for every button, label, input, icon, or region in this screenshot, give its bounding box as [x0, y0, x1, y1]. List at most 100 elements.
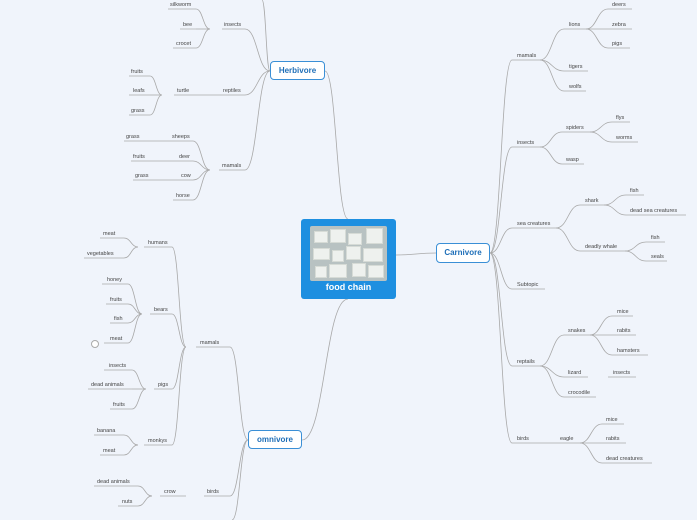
connector	[123, 237, 139, 248]
herb-turtle-leafs[interactable]: leafs	[133, 88, 145, 94]
omni-crow-dead[interactable]: dead animals	[97, 479, 130, 485]
link-central-carnivore	[395, 252, 437, 256]
omni-monkys-meat[interactable]: meat	[103, 448, 116, 454]
herb-deer-food[interactable]: fruits	[133, 154, 145, 160]
herb-sheeps-food[interactable]: grass	[126, 134, 140, 140]
herb-turtle[interactable]: turtle	[177, 88, 190, 94]
omni-humans-meat[interactable]: meat	[103, 231, 116, 237]
herb-turtle-grass[interactable]: grass	[131, 108, 145, 114]
connector	[171, 246, 187, 348]
omni-birds[interactable]: birds	[207, 489, 219, 495]
carn-eagle-rabits[interactable]: rabits	[606, 436, 620, 442]
carn-whale-seals[interactable]: seals	[651, 254, 664, 260]
connector	[229, 346, 249, 441]
carn-lions-deers[interactable]: deers	[612, 2, 626, 8]
carn-crocodile[interactable]: crocodile	[568, 390, 591, 396]
herb-insect-bee[interactable]: bee	[183, 22, 193, 28]
omni-pigs-insects[interactable]: insects	[109, 363, 127, 369]
carn-lions-pigs[interactable]: pigs	[612, 41, 623, 47]
carn-sea-creatures[interactable]: sea creatures	[517, 221, 551, 227]
carn-wolfs[interactable]: wolfs	[569, 84, 582, 90]
connector	[603, 194, 627, 206]
carn-shark-dead[interactable]: dead sea creatures	[630, 208, 678, 214]
herb-insects[interactable]: insects	[224, 22, 242, 28]
connector	[123, 246, 139, 259]
omni-bears-fruits[interactable]: fruits	[110, 297, 122, 303]
carn-spiders-flys[interactable]: flys	[616, 115, 625, 121]
herb-deer[interactable]: deer	[179, 154, 191, 160]
carn-shark[interactable]: shark	[585, 198, 599, 204]
connector	[149, 75, 163, 96]
connector	[539, 59, 565, 72]
carn-snakes[interactable]: snakes	[568, 328, 586, 334]
connector	[192, 169, 211, 201]
herb-sheeps[interactable]: sheeps	[172, 134, 190, 140]
herb-reptiles[interactable]: reptiles	[223, 88, 241, 94]
carn-lions-zebra[interactable]: zebra	[612, 22, 626, 28]
carn-birds[interactable]: birds	[517, 436, 529, 442]
herb-insect-crocet[interactable]: crocet	[176, 41, 191, 47]
connector	[489, 252, 513, 290]
omni-bears[interactable]: bears	[154, 307, 168, 313]
herb-horse[interactable]: horse	[176, 193, 190, 199]
omni-pigs-fruits[interactable]: fruits	[113, 402, 125, 408]
carn-eagle-mice[interactable]: mice	[606, 417, 618, 423]
carn-spiders-worms[interactable]: worms	[616, 135, 633, 141]
central-topic[interactable]: food chain	[301, 219, 396, 299]
carn-lions[interactable]: lions	[569, 22, 581, 28]
herb-insect-silkworm[interactable]: silkworm	[170, 2, 192, 8]
connector	[171, 346, 187, 446]
connector	[137, 485, 153, 497]
expand-collapse-icon[interactable]	[91, 340, 99, 348]
omni-bears-fish[interactable]: fish	[114, 316, 123, 322]
carn-eagle[interactable]: eagle	[560, 436, 574, 442]
topic-herbivore[interactable]: Herbivore	[270, 61, 325, 80]
carn-lizard[interactable]: lizard	[568, 370, 582, 376]
omni-bears-honey[interactable]: honey	[107, 277, 122, 283]
carn-insects[interactable]: insects	[517, 140, 535, 146]
central-topic-title: food chain	[325, 282, 372, 292]
carn-whale-fish[interactable]: fish	[651, 235, 660, 241]
omni-bears-meat[interactable]: meat	[110, 336, 123, 342]
connector	[244, 70, 271, 96]
herb-cow[interactable]: cow	[181, 173, 191, 179]
carn-snakes-hamsters[interactable]: hamsters	[617, 348, 640, 354]
connector	[489, 146, 513, 254]
carn-whale[interactable]: deadly whale	[585, 244, 618, 250]
topic-omnivore[interactable]: omnivore	[248, 430, 302, 449]
carn-snakes-mice[interactable]: mice	[617, 309, 629, 315]
omni-pigs[interactable]: pigs	[158, 382, 169, 388]
connector	[624, 241, 647, 252]
carn-reptails[interactable]: reptails	[517, 359, 535, 365]
omni-crow-nuts[interactable]: nuts	[122, 499, 133, 505]
carn-shark-fish[interactable]: fish	[630, 188, 639, 194]
link-herb-insects	[244, 28, 271, 72]
carn-subtopic[interactable]: Subtopic	[517, 282, 539, 288]
connector	[579, 423, 603, 444]
carn-eagle-dead[interactable]: dead creatures	[606, 456, 643, 462]
carn-spiders[interactable]: spiders	[566, 125, 584, 131]
carn-wasp[interactable]: wasp	[566, 157, 579, 163]
connector	[192, 140, 211, 171]
herb-cow-food[interactable]: grass	[135, 173, 149, 179]
connector	[195, 28, 211, 49]
omni-monkys[interactable]: monkys	[148, 438, 167, 444]
carn-snakes-rabits[interactable]: rabits	[617, 328, 631, 334]
omni-monkys-banana[interactable]: banana	[97, 428, 116, 434]
connector	[589, 121, 613, 133]
topic-carnivore[interactable]: Carnivore	[436, 243, 490, 263]
link-central-omnivore	[301, 298, 349, 441]
carn-lizard-insects[interactable]: insects	[613, 370, 631, 376]
omni-humans[interactable]: humans	[148, 240, 168, 246]
herb-turtle-fruits[interactable]: fruits	[131, 69, 143, 75]
carn-mamals[interactable]: mamals	[517, 53, 537, 59]
connector	[489, 252, 513, 367]
carn-tigers[interactable]: tigers	[569, 64, 583, 70]
connector	[539, 365, 565, 398]
omni-crow[interactable]: crow	[164, 489, 176, 495]
herb-mamals[interactable]: mamals	[222, 163, 242, 169]
omni-pigs-dead[interactable]: dead animals	[91, 382, 124, 388]
connector	[539, 28, 565, 61]
omni-mamals[interactable]: mamals	[200, 340, 220, 346]
omni-humans-vegetables[interactable]: vegetables	[87, 251, 114, 257]
